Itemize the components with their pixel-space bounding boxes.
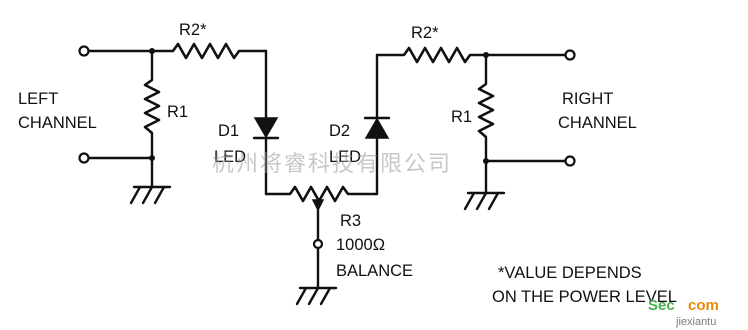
r3-label: R3 xyxy=(340,212,361,230)
right-top-junction xyxy=(483,52,489,58)
r3-resistor xyxy=(288,185,350,203)
left-channel-label-2: CHANNEL xyxy=(18,114,97,132)
r3-wiper-arrow-icon xyxy=(311,199,325,212)
right-ground-icon xyxy=(463,191,506,211)
right-channel-circuit xyxy=(375,46,576,211)
d1-type-label: LED xyxy=(214,148,246,166)
right-channel-label: RIGHT xyxy=(562,90,613,108)
left-ground-icon xyxy=(129,185,172,205)
d2-label: D2 xyxy=(329,122,350,140)
right-channel-label-2: CHANNEL xyxy=(558,114,637,132)
r1-left-label: R1 xyxy=(167,103,188,121)
d1-triangle-icon xyxy=(253,117,279,139)
r2-left-resistor xyxy=(171,42,241,60)
left-input-terminal-top xyxy=(78,45,90,57)
r2-right-label: R2* xyxy=(411,24,439,42)
d1-led-diode xyxy=(252,49,280,196)
d2-led-diode xyxy=(363,53,391,196)
d1-label: D1 xyxy=(218,122,239,140)
r2-left-label: R2* xyxy=(179,21,207,39)
right-bottom-junction xyxy=(483,158,489,164)
left-bottom-junction xyxy=(149,155,155,161)
watermark-chinese-text: 杭州将睿科技有限公司 xyxy=(212,152,452,177)
center-ground-icon xyxy=(295,286,338,306)
d2-type-label: LED xyxy=(329,148,361,166)
r3-value-label: 1000Ω xyxy=(336,236,385,254)
watermark-subtext: jiexiantu xyxy=(675,316,716,328)
r1-right-label: R1 xyxy=(451,108,472,126)
footnote-line-1: *VALUE DEPENDS xyxy=(498,264,642,282)
right-output-terminal-top xyxy=(564,49,576,61)
left-channel-circuit xyxy=(78,42,268,205)
r3-balance-potentiometer xyxy=(264,185,379,306)
left-input-terminal-bottom xyxy=(78,152,90,164)
r3-function-label: BALANCE xyxy=(336,262,413,280)
watermark-logo-part2: com xyxy=(688,297,719,314)
right-output-terminal-bottom xyxy=(564,155,576,167)
d2-triangle-icon xyxy=(364,117,390,139)
r1-left-resistor xyxy=(143,78,161,134)
watermark-logo-part1: Sec xyxy=(648,297,675,314)
left-channel-label: LEFT xyxy=(18,90,58,108)
r1-right-resistor xyxy=(477,82,495,138)
r2-right-resistor xyxy=(402,46,472,64)
left-top-junction xyxy=(149,48,155,54)
footnote-line-2: ON THE POWER LEVEL xyxy=(492,288,677,306)
watermark-logo: Sec com jiexiantu xyxy=(648,297,719,328)
